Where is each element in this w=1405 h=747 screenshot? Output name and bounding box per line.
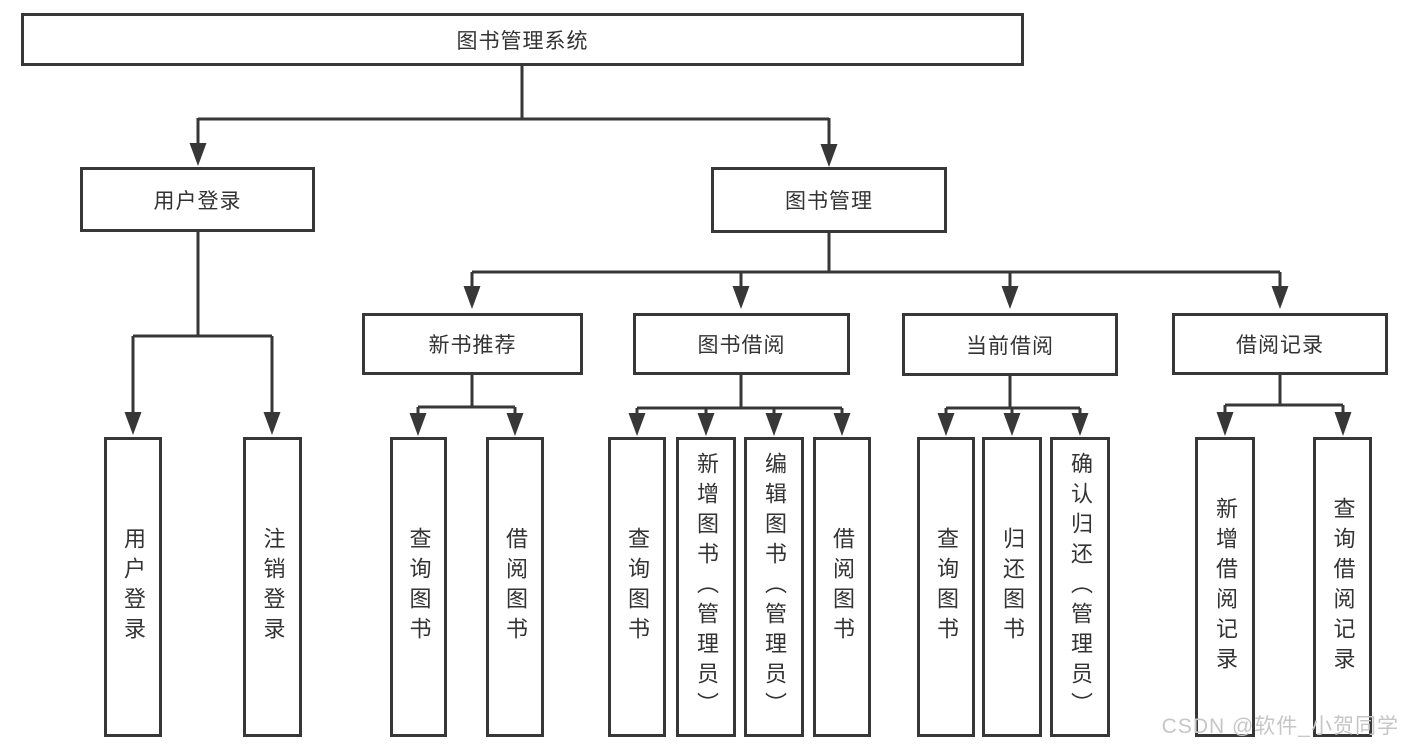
leaf-edit-books-admin: 编辑图书（管理员） — [744, 437, 804, 737]
connector-user-login-to-leaves — [124, 232, 281, 435]
connector-book-borrow-to-leaves — [628, 375, 851, 436]
leaf-label: 归还图书 — [1000, 527, 1025, 647]
connector-root-to-branches — [189, 66, 838, 167]
leaf-borrow-books-borrow: 借阅图书 — [813, 437, 871, 737]
node-new-book-recommend: 新书推荐 — [362, 313, 583, 375]
node-label: 当前借阅 — [966, 334, 1054, 358]
node-label: 借阅记录 — [1236, 334, 1324, 357]
leaf-user-login: 用户登录 — [104, 437, 162, 737]
leaf-logout-login: 注销登录 — [243, 437, 302, 737]
connector-new-book-to-leaves — [409, 375, 524, 436]
leaf-label: 查询图书 — [406, 527, 432, 647]
node-label: 用户登录 — [153, 189, 242, 213]
node-current-borrowing: 当前借阅 — [902, 313, 1118, 376]
leaf-add-books-admin: 新增图书（管理员） — [676, 437, 736, 737]
leaf-label: 借阅图书 — [503, 527, 528, 647]
leaf-query-books-borrow: 查询图书 — [608, 437, 666, 737]
node-root-library-system: 图书管理系统 — [21, 13, 1024, 66]
node-label: 新书推荐 — [428, 334, 517, 357]
node-label: 图书管理系统 — [456, 29, 589, 53]
csdn-watermark: CSDN @软件_小贺同学 — [1161, 715, 1399, 738]
leaf-label: 注销登录 — [260, 527, 286, 647]
leaf-label: 新增借阅记录 — [1213, 497, 1238, 677]
leaf-query-borrow-record: 查询借阅记录 — [1313, 437, 1372, 737]
leaf-confirm-return-admin: 确认归还（管理员） — [1050, 437, 1110, 737]
leaf-label: 查询图书 — [934, 527, 959, 647]
node-book-borrowing: 图书借阅 — [633, 313, 850, 375]
leaf-label: 用户登录 — [121, 527, 146, 647]
leaf-borrow-books-newrec: 借阅图书 — [486, 437, 544, 737]
leaf-return-books: 归还图书 — [982, 437, 1042, 737]
connector-book-mgmt-to-groups — [463, 233, 1289, 309]
leaf-label: 查询图书 — [625, 527, 650, 647]
node-label: 图书借阅 — [697, 334, 786, 357]
node-borrow-records: 借阅记录 — [1172, 313, 1388, 375]
node-label: 图书管理 — [785, 190, 873, 213]
leaf-label: 借阅图书 — [830, 527, 855, 647]
leaf-label: 查询借阅记录 — [1330, 497, 1356, 677]
leaf-query-books-current: 查询图书 — [917, 437, 975, 737]
node-book-management: 图书管理 — [711, 167, 947, 233]
leaf-label: 编辑图书（管理员） — [762, 452, 787, 722]
connector-current-borrow-to-leaves — [937, 376, 1089, 436]
leaf-query-books-newrec: 查询图书 — [390, 437, 447, 737]
leaf-add-borrow-record: 新增借阅记录 — [1195, 437, 1255, 737]
leaf-label: 确认归还（管理员） — [1068, 452, 1093, 722]
leaf-label: 新增图书（管理员） — [694, 452, 719, 722]
connector-borrow-records-to-leaves — [1216, 375, 1352, 436]
node-user-login: 用户登录 — [80, 167, 315, 232]
